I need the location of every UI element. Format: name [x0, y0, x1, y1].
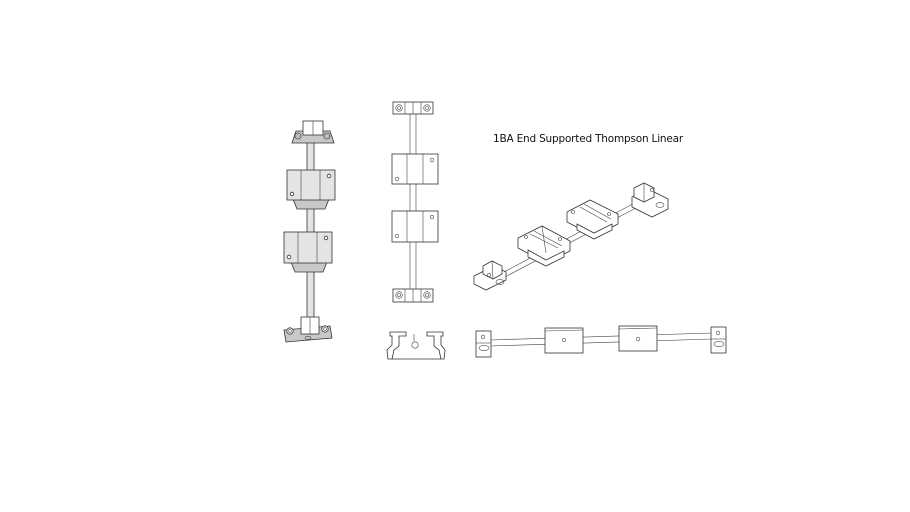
shaded-vertical-view	[283, 120, 336, 343]
top-view-vertical	[391, 101, 439, 303]
end-section-view	[386, 331, 446, 360]
side-view-horizontal	[475, 325, 727, 358]
pillow-block-1	[286, 169, 336, 210]
end-support-bottom	[283, 316, 333, 343]
pillow-block-2	[283, 231, 333, 273]
drawing-title: 1BA End Supported Thompson Linear	[493, 133, 683, 145]
end-support-top	[291, 120, 335, 144]
isometric-view	[473, 182, 669, 291]
